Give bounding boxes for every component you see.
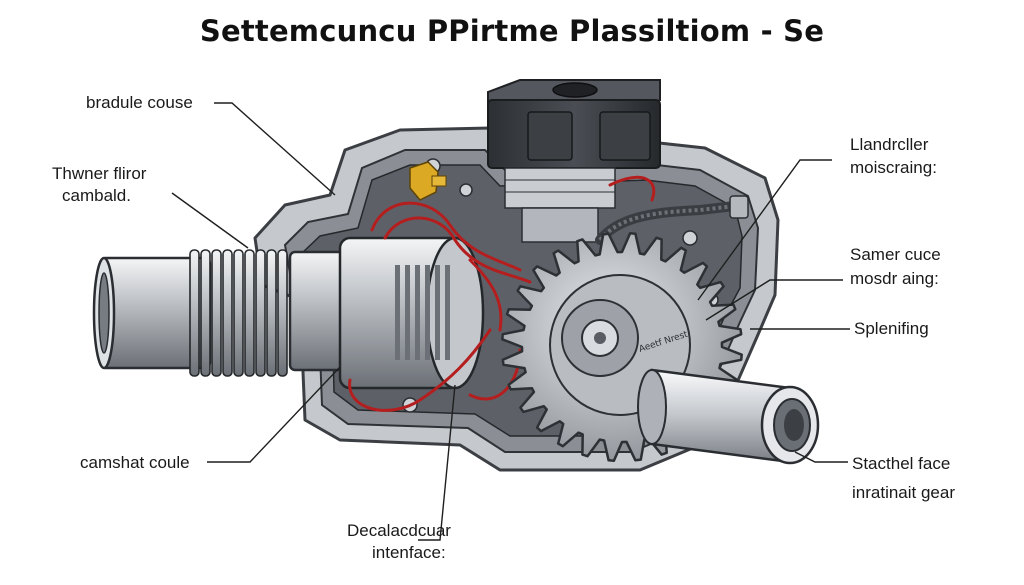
label-splenifing: Splenifing [854,319,929,338]
label-decalac-line1: Decalacdcuar [347,521,451,540]
label-thwner-line1: Thwner fliror [52,164,147,183]
label-bradule-couse: bradule couse [86,93,193,112]
label-samer-line2: mosdr aing: [850,269,939,288]
label-decalac-line2: intenface: [372,543,446,562]
label-thwner-line2: cambald. [62,186,131,205]
tube-rib [277,249,288,377]
screw [459,183,473,197]
label-camshat-coule: camshat coule [80,453,190,472]
label-stacthel-line1: Stacthel face [852,454,951,473]
tube-rib [233,249,244,377]
brass-fitting [409,161,447,201]
label-landrcller-line2: moiscraing: [850,158,937,177]
output-shaft [637,368,820,465]
label-samer-line1: Samer cuce [850,245,941,264]
coil-slot [395,265,400,360]
leader-lines [171,102,850,541]
coil-slot [405,265,410,360]
diagram-title: Settemcuncu PPirtme Plassiltiom - Se [199,14,825,48]
coil-slot [435,265,440,360]
tube-rib [189,249,200,377]
coil-slot [425,265,430,360]
tube-rib [222,249,233,377]
coil-slot [445,265,450,360]
actuator-block [487,79,661,243]
label-stacthel-line2: inratinait gear [852,483,956,502]
coil-cylinder [338,236,485,390]
tube-rib [200,249,211,377]
corrugated-tube [92,249,352,377]
tube-rib [266,249,277,377]
tube-rib [244,249,255,377]
tube-rib [255,249,266,377]
tube-rib [211,249,222,377]
coil-slot [415,265,420,360]
label-landrcller-line1: Llandrcller [850,135,929,154]
screw [682,230,698,246]
